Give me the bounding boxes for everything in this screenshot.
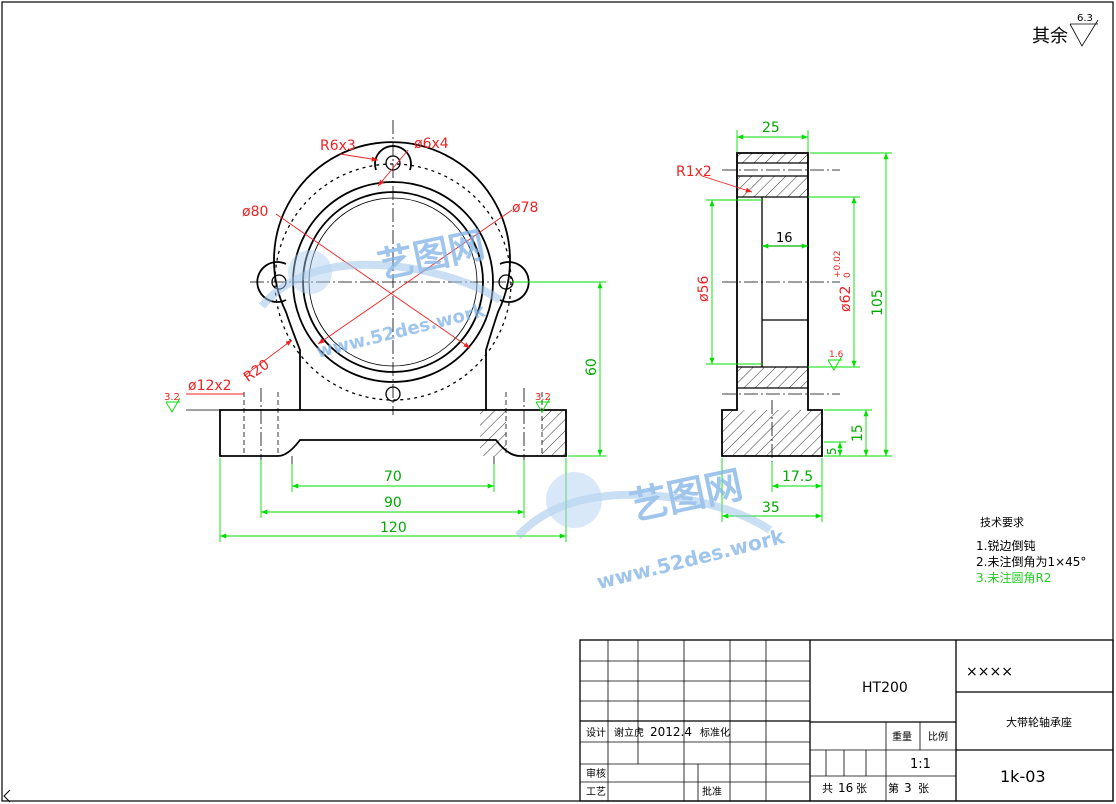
title-block: HT200 ×××× 大带轮轴承座 1k-03 重量 比例 1:1 共 16 张… xyxy=(579,639,1114,802)
label-r1x2: R1x2 xyxy=(676,164,712,180)
svg-text:70: 70 xyxy=(384,469,402,485)
approve-label: 批准 xyxy=(702,785,722,798)
sheets-prefix: 共 xyxy=(822,782,833,795)
tech-requirement-item: 3.未注圆角R2 xyxy=(976,570,1051,585)
watermark-brand-top: 艺图网 xyxy=(374,225,488,288)
label-d78: ø78 xyxy=(512,200,538,216)
dim-70: 70 xyxy=(291,464,495,492)
scale-label: 比例 xyxy=(928,730,948,743)
scale-value: 1:1 xyxy=(910,757,931,772)
svg-text:5: 5 xyxy=(825,447,839,455)
design-label: 设计 xyxy=(586,726,606,739)
sheet-number: 3 xyxy=(904,781,912,795)
review-label: 审核 xyxy=(586,767,606,780)
designer-name: 谢立虎 xyxy=(614,726,644,739)
svg-text:35: 35 xyxy=(762,500,780,516)
svg-text:105: 105 xyxy=(870,289,886,316)
dim-90: 90 xyxy=(260,460,525,518)
svg-text:60: 60 xyxy=(584,358,600,376)
watermark-brand-bottom: 艺图网 xyxy=(626,462,747,529)
dim-17-5: 17.5 xyxy=(771,458,823,522)
sheet-unit: 张 xyxy=(918,782,929,795)
watermark-url-bottom: www.52des.work xyxy=(594,524,787,594)
part-name: 大带轮轴承座 xyxy=(1006,715,1072,729)
svg-text:90: 90 xyxy=(384,495,402,511)
housing-outline xyxy=(273,141,511,410)
dim-25: 25 xyxy=(736,120,809,152)
svg-text:ø56: ø56 xyxy=(696,276,712,302)
tech-requirements: 技术要求 1.锐边倒钝 2.未注倒角为1×45° 3.未注圆角R2 xyxy=(976,516,1086,585)
svg-text:15: 15 xyxy=(850,424,866,442)
dim-5: 5 xyxy=(824,441,846,456)
weight-label: 重量 xyxy=(892,730,912,743)
hatch-section-right-2 xyxy=(542,410,566,456)
base-outline xyxy=(219,409,567,457)
dim-d56: ø56 xyxy=(696,199,762,365)
standard-label: 标准化 xyxy=(700,726,730,739)
dim-d62: ø62 +0.02 0 xyxy=(808,196,860,368)
label-d6x4: ø6x4 xyxy=(414,136,449,152)
roughness-side: 1.6 xyxy=(829,350,844,360)
roughness-left: 3.2 xyxy=(164,392,180,403)
drawing-number: 1k-03 xyxy=(1000,767,1046,786)
svg-text:120: 120 xyxy=(380,520,407,536)
sheet-prefix: 第 xyxy=(888,781,899,795)
sheets-unit: 张 xyxy=(856,782,867,795)
front-view: R6x3 ø6x4 ø80 ø78 R20 ø12x2 3.2 3.2 60 7… xyxy=(164,120,606,542)
side-view: 25 R1x2 16 ø56 ø62 +0.02 0 1.6 105 xyxy=(676,120,892,522)
surface-finish-symbol: 其余 6.3 xyxy=(1032,13,1099,47)
surface-finish-label: 其余 xyxy=(1032,26,1068,47)
tech-requirements-title: 技术要求 xyxy=(980,516,1024,529)
watermark-bottom: 艺图网 www.52des.work xyxy=(515,462,787,594)
surface-finish-value: 6.3 xyxy=(1077,13,1093,24)
dim-105: 105 xyxy=(810,152,892,457)
dim-15: 15 xyxy=(824,409,872,456)
dim-60: 60 xyxy=(512,281,606,457)
svg-text:25: 25 xyxy=(762,120,780,136)
company: ×××× xyxy=(966,664,1013,680)
design-date: 2012.4 xyxy=(650,725,692,739)
svg-text:16: 16 xyxy=(776,231,793,246)
material: HT200 xyxy=(862,680,908,696)
label-d80: ø80 xyxy=(242,204,268,220)
sheets-total: 16 xyxy=(838,781,853,795)
svg-text:0: 0 xyxy=(843,272,853,278)
tech-requirement-item: 1.锐边倒钝 xyxy=(976,539,1035,553)
label-d12x2: ø12x2 xyxy=(188,378,232,394)
svg-text:+0.02: +0.02 xyxy=(833,250,843,278)
roughness-right: 3.2 xyxy=(535,392,551,403)
dim-120: 120 xyxy=(219,458,567,542)
dim-16: 16 xyxy=(762,231,808,249)
label-r20: R20 xyxy=(241,357,273,386)
corner-tick xyxy=(3,789,11,803)
label-r6x3: R6x3 xyxy=(320,138,356,154)
svg-text:17.5: 17.5 xyxy=(782,469,813,485)
tech-requirement-item: 2.未注倒角为1×45° xyxy=(976,554,1086,569)
process-label: 工艺 xyxy=(586,786,606,798)
svg-text:ø62: ø62 xyxy=(838,286,854,312)
hatch-section-right xyxy=(480,410,506,456)
